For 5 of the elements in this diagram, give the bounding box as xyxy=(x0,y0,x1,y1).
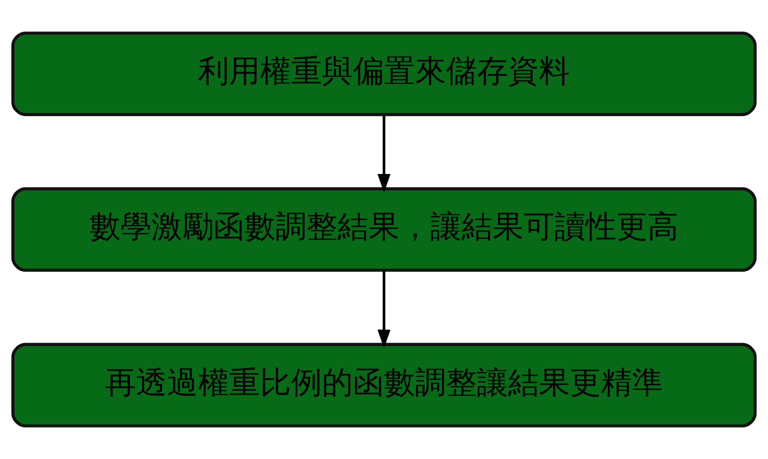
node-box: 再透過權重比例的函數調整讓結果更精準 xyxy=(11,342,757,428)
node-box: 利用權重與偏置來儲存資料 xyxy=(11,32,757,116)
node-box: 數學激勵函數調整結果，讓結果可讀性更高 xyxy=(11,187,757,272)
arrow xyxy=(378,270,390,348)
arrow xyxy=(378,114,390,193)
